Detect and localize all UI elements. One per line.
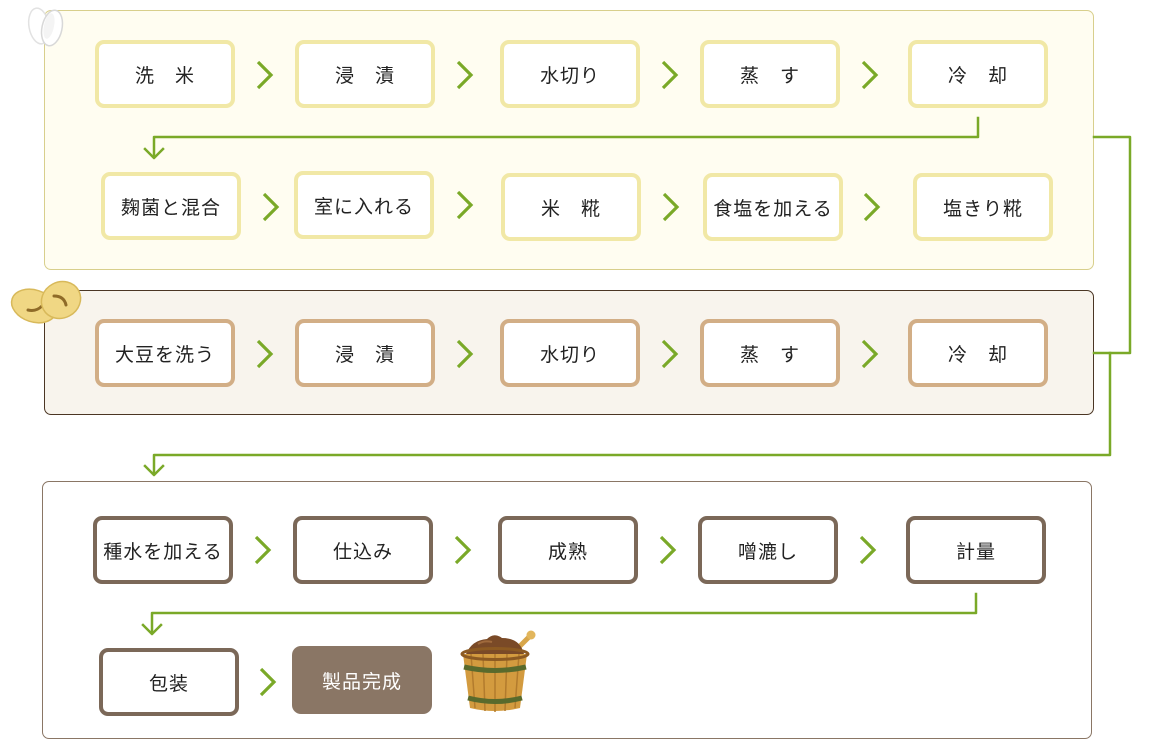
chevron-right-icon (861, 60, 879, 90)
rice-grain-icon (27, 7, 64, 47)
miso-step-prepare: 仕込み (293, 516, 433, 584)
chevron-right-icon (859, 535, 877, 565)
rice-step-mix-koji: 麹菌と混合 (101, 172, 241, 240)
rice-step-cool: 冷 却 (908, 40, 1048, 108)
soy-step-wash: 大豆を洗う (95, 319, 235, 387)
chevron-right-icon (659, 535, 677, 565)
chevron-right-icon (256, 60, 274, 90)
chevron-right-icon (861, 339, 879, 369)
soy-step-cool: 冷 却 (908, 319, 1048, 387)
chevron-right-icon (662, 192, 680, 222)
rice-step-steam: 蒸 す (700, 40, 840, 108)
soy-step-soak: 浸 漬 (295, 319, 435, 387)
chevron-right-icon (456, 190, 474, 220)
chevron-right-icon (456, 60, 474, 90)
miso-step-finished-product: 製品完成 (292, 646, 432, 714)
chevron-right-icon (259, 667, 277, 697)
rice-step-add-salt: 食塩を加える (703, 173, 843, 241)
chevron-right-icon (254, 535, 272, 565)
miso-step-weigh: 計量 (906, 516, 1046, 584)
soybean-icon (10, 280, 82, 324)
soy-step-steam: 蒸 す (700, 319, 840, 387)
chevron-right-icon (454, 535, 472, 565)
chevron-right-icon (661, 339, 679, 369)
rice-step-drain: 水切り (500, 40, 640, 108)
rice-step-rice-koji: 米 糀 (501, 173, 641, 241)
miso-step-mature: 成熟 (498, 516, 638, 584)
chevron-right-icon (863, 192, 881, 222)
miso-step-package: 包装 (99, 648, 239, 716)
chevron-right-icon (456, 339, 474, 369)
miso-barrel-icon (460, 630, 536, 712)
chevron-right-icon (256, 339, 274, 369)
rice-step-soak: 浸 漬 (295, 40, 435, 108)
rice-step-incubate: 室に入れる (294, 171, 434, 239)
soy-step-drain: 水切り (500, 319, 640, 387)
chevron-right-icon (661, 60, 679, 90)
rice-step-salted-koji: 塩きり糀 (913, 173, 1053, 241)
miso-step-strain: 噌漉し (698, 516, 838, 584)
rice-step-wash: 洗 米 (95, 40, 235, 108)
miso-step-add-seed-water: 種水を加える (93, 516, 233, 584)
chevron-right-icon (262, 192, 280, 222)
